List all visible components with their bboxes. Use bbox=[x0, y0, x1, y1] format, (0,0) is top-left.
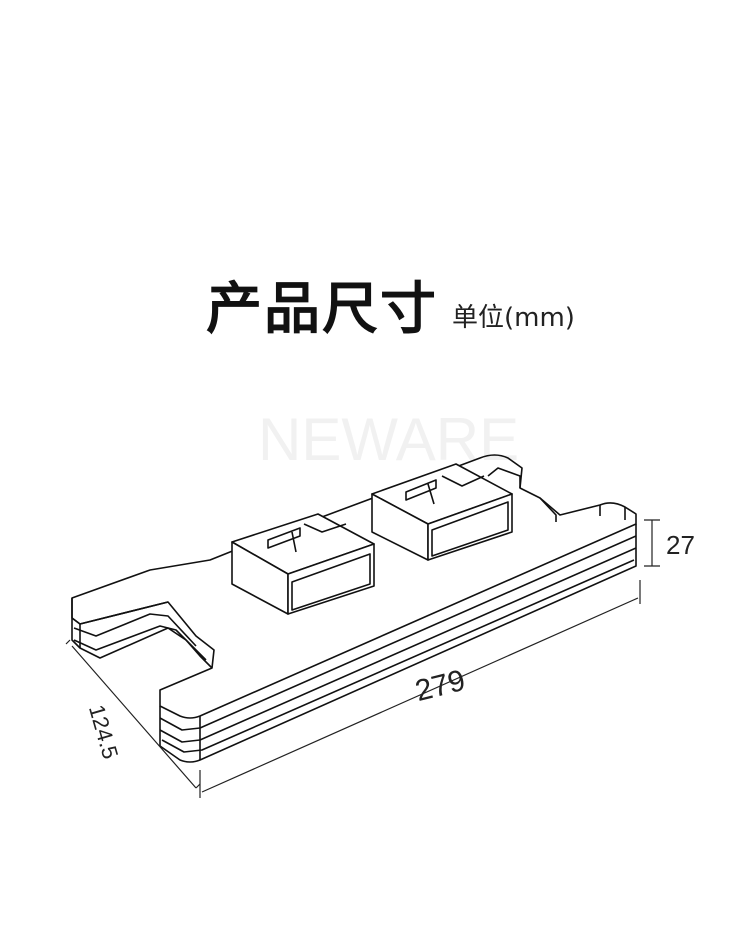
dimension-lines bbox=[65, 519, 660, 798]
height-dimension-label: 27 bbox=[666, 530, 695, 560]
clip-box-right bbox=[371, 463, 513, 561]
width-dimension-line bbox=[65, 639, 201, 789]
page-title: 产品尺寸 bbox=[206, 277, 438, 342]
unit-label: 单位(mm) bbox=[452, 303, 575, 333]
height-dimension-line bbox=[644, 519, 660, 567]
clip-box-left bbox=[231, 513, 375, 615]
title-block: 产品尺寸 单位(mm) bbox=[0, 278, 750, 348]
watermark-text: NEWARE bbox=[258, 406, 520, 473]
board-front-edge bbox=[159, 524, 637, 763]
board-top-surface bbox=[71, 454, 637, 719]
board-left-edge bbox=[71, 598, 213, 669]
